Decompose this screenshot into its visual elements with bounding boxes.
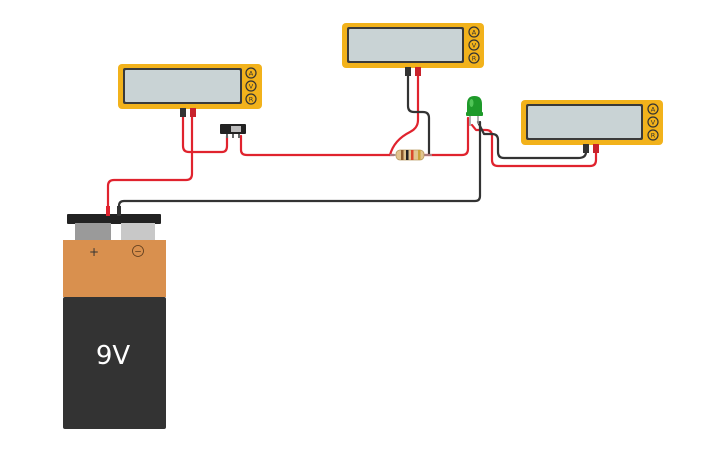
battery-top-cap — [67, 214, 161, 224]
multimeter-right[interactable]: A V R — [521, 100, 663, 153]
meter-button-r[interactable]: R — [468, 52, 480, 64]
battery-negative-label: − — [134, 248, 142, 258]
wire-battery-to-left-meter[interactable] — [106, 114, 194, 212]
meter-button-label: A — [651, 106, 656, 114]
meter-button-v[interactable]: V — [468, 39, 480, 51]
meter-button-label: R — [472, 55, 477, 63]
meter-button-label: R — [249, 96, 254, 104]
meter-button-a[interactable]: A — [245, 67, 257, 79]
battery-positive-label: + — [89, 245, 99, 259]
wire-left-meter-to-switch[interactable] — [181, 114, 229, 154]
meter-screen — [528, 106, 641, 138]
battery-positive-terminal[interactable] — [75, 223, 111, 241]
battery-copper-band — [63, 240, 166, 297]
meter-red-probe-jack[interactable] — [593, 144, 599, 153]
wire-led-to-right-meter-red[interactable] — [470, 123, 598, 168]
meter-button-label: V — [651, 119, 656, 127]
multimeter-top[interactable]: A V R — [342, 23, 484, 76]
meter-button-r[interactable]: R — [245, 93, 257, 105]
led-dome — [467, 96, 482, 112]
switch-lever[interactable] — [231, 126, 241, 132]
wires — [106, 73, 598, 212]
meter-button-label: V — [472, 42, 477, 50]
meter-button-v[interactable]: V — [245, 80, 257, 92]
meter-black-probe-jack[interactable] — [583, 144, 589, 153]
battery-voltage-label: 9V — [96, 341, 131, 371]
wire-top-meter-black[interactable] — [406, 73, 431, 157]
multimeter-left[interactable]: A V R — [118, 64, 262, 117]
wire-led-to-battery-negative[interactable] — [117, 120, 482, 212]
meter-button-label: A — [249, 70, 254, 78]
green-led[interactable] — [466, 96, 483, 126]
meter-button-label: A — [472, 29, 477, 37]
led-rim — [466, 112, 483, 116]
meter-black-probe-jack[interactable] — [405, 67, 411, 76]
resistor[interactable] — [390, 149, 432, 161]
battery-9v[interactable]: + − 9V — [63, 206, 166, 429]
wire-switch-to-resistor[interactable] — [239, 134, 396, 157]
meter-button-a[interactable]: A — [468, 26, 480, 38]
wire-top-meter-red[interactable] — [388, 73, 420, 157]
slide-switch[interactable] — [220, 124, 246, 138]
meter-button-v[interactable]: V — [647, 116, 659, 128]
meter-black-probe-jack[interactable] — [180, 108, 186, 117]
meter-screen — [349, 29, 462, 61]
wire-resistor-to-led[interactable] — [421, 116, 470, 157]
battery-negative-clip[interactable] — [117, 206, 121, 216]
meter-red-probe-jack[interactable] — [415, 67, 421, 76]
meter-screen — [125, 70, 240, 102]
meter-button-r[interactable]: R — [647, 129, 659, 141]
wire-led-to-right-meter-black[interactable] — [476, 120, 588, 160]
meter-button-label: V — [249, 83, 254, 91]
battery-negative-terminal[interactable] — [121, 223, 155, 241]
battery-positive-clip[interactable] — [106, 206, 110, 216]
meter-red-probe-jack[interactable] — [190, 108, 196, 117]
battery-body — [63, 297, 166, 429]
meter-button-label: R — [651, 132, 656, 140]
meter-button-a[interactable]: A — [647, 103, 659, 115]
